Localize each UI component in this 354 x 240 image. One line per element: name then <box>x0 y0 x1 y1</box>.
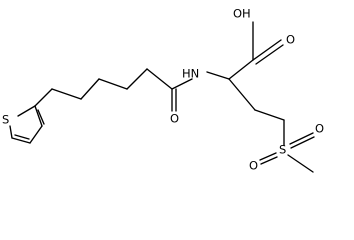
bond-cooh-o-2 <box>255 44 284 65</box>
bond-s-o-left-2 <box>260 156 278 165</box>
amide-carbonyl-oxygen-label: O <box>170 112 179 126</box>
bond-c4-c5-inner <box>14 134 30 140</box>
molecule-structure-diagram: S OH O HN O S O O <box>2 7 324 173</box>
bond-s-o-top-1 <box>289 132 314 145</box>
bond-cbeta-cgamma <box>254 109 285 121</box>
bond-c4-c5 <box>11 137 31 144</box>
bond-s-methyl <box>287 154 314 173</box>
bond-c5-s <box>9 125 13 139</box>
bond-s-o-left-1 <box>259 152 277 161</box>
bond-n-calpha <box>206 71 230 80</box>
bond-carbonyl-n <box>171 78 193 90</box>
amide-nitrogen-label: HN <box>182 67 199 81</box>
bond-chain-1 <box>51 88 82 100</box>
bond-c3-c4 <box>29 125 43 144</box>
bond-chain-4 <box>126 68 148 90</box>
sulfone-sulfur-label: S <box>279 143 286 157</box>
bond-s-o-top-2 <box>290 136 315 149</box>
bond-chain-3 <box>98 78 128 90</box>
sulfone-oxygen-top-label: O <box>315 122 324 136</box>
acid-carbonyl-oxygen-label: O <box>286 33 295 47</box>
bond-calpha-cbeta <box>228 78 256 111</box>
hydroxyl-label: OH <box>233 7 251 21</box>
bond-c2-c3 <box>34 105 43 127</box>
sulfone-oxygen-left-label: O <box>249 159 258 173</box>
bond-chain-2 <box>80 78 100 100</box>
thiophene-sulfur-label: S <box>2 113 9 127</box>
bond-calpha-cooh <box>228 59 254 80</box>
bond-cooh-o-1 <box>252 39 282 61</box>
bond-ring-chain <box>34 88 53 107</box>
thiophene-ring <box>9 105 45 144</box>
bond-chain-5 <box>146 68 173 90</box>
bond-c2-c3-inner <box>37 109 45 125</box>
bond-s-c2 <box>17 105 36 117</box>
